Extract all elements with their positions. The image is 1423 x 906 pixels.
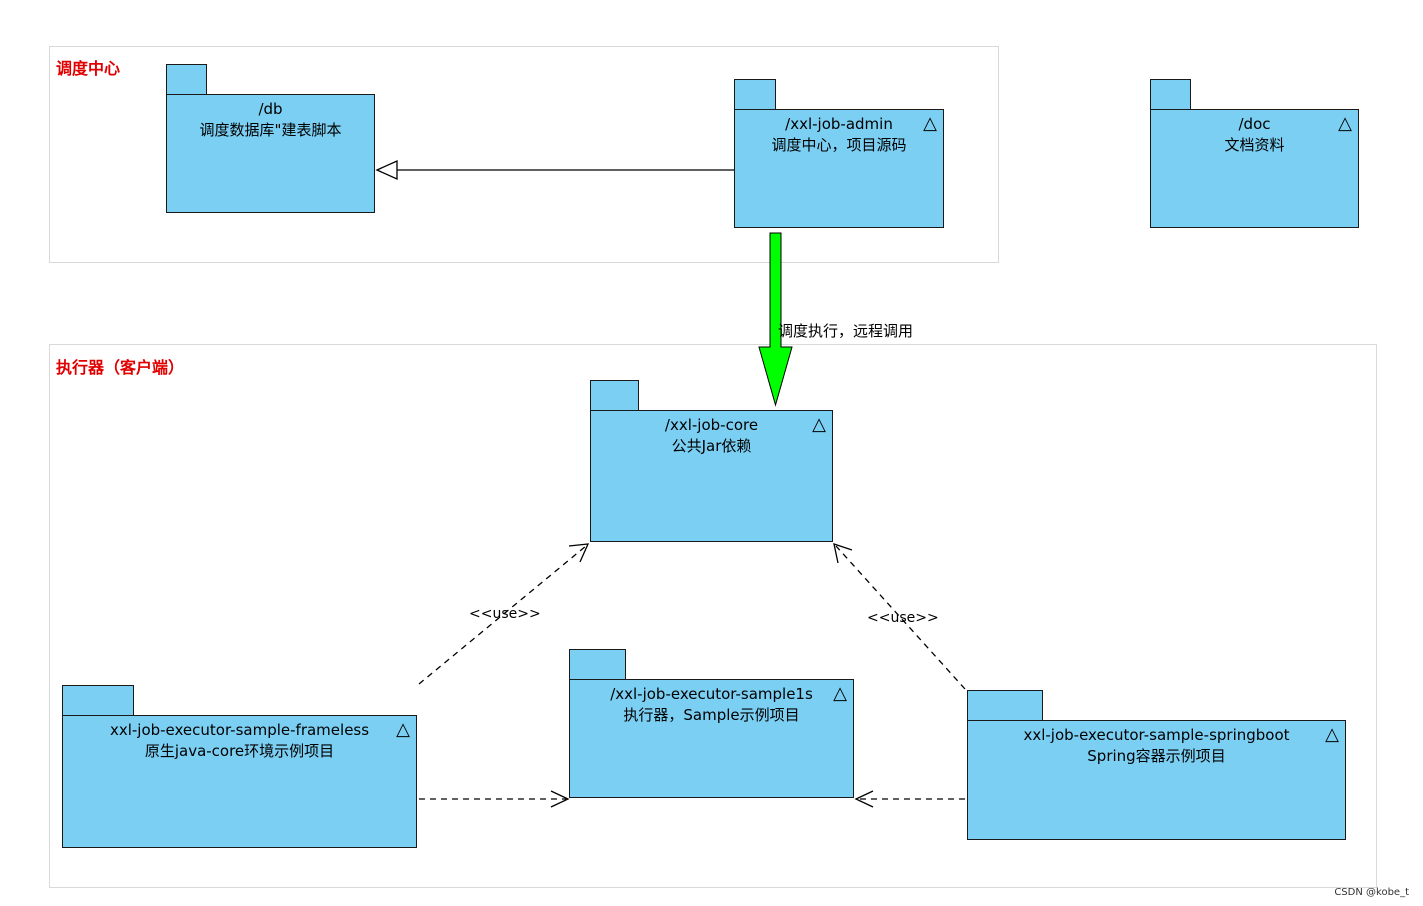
package-tab — [569, 649, 626, 680]
package-tab — [62, 685, 134, 716]
package-name: /doc — [1238, 115, 1271, 133]
package-description: 原生java-core环境示例项目 — [144, 742, 335, 760]
triangle-icon: △ — [812, 414, 826, 435]
triangle-icon: △ — [833, 683, 847, 704]
package-name: xxl-job-executor-sample-springboot — [1023, 726, 1290, 744]
triangle-icon: △ — [1338, 113, 1352, 134]
triangle-icon: △ — [396, 719, 410, 740]
package-xxl-job-core[interactable]: /xxl-job-core 公共Jar依赖 △ — [590, 380, 833, 542]
watermark: CSDN @kobe_t — [1334, 887, 1409, 898]
triangle-icon: △ — [923, 113, 937, 134]
frameless-to-sample1s-arrowhead — [550, 790, 570, 808]
package-tab — [1150, 79, 1191, 110]
package-name: /db — [258, 100, 283, 118]
use-label-left: <<use>> — [469, 606, 541, 622]
package-body: /xxl-job-executor-sample1s 执行器，Sample示例项… — [569, 679, 854, 798]
package-tab — [734, 79, 776, 110]
package-tab — [967, 690, 1043, 721]
package-description: 文档资料 — [1224, 136, 1285, 154]
springboot-to-sample1s-arrowhead — [854, 790, 874, 808]
package-body: /db 调度数据库"建表脚本 — [166, 94, 375, 213]
package-body: /doc 文档资料 △ — [1150, 109, 1359, 228]
scheduler-center-label: 调度中心 — [56, 59, 121, 78]
frameless-to-core-arrowhead — [568, 543, 590, 563]
schedule-arrow-label: 调度执行，远程调用 — [778, 322, 914, 340]
package-description: Spring容器示例项目 — [1087, 747, 1226, 765]
package-name: /xxl-job-executor-sample1s — [610, 685, 813, 703]
admin-to-db-arrowhead — [375, 159, 398, 181]
frameless-to-core-line — [418, 545, 587, 685]
package-tab — [166, 64, 207, 95]
package-db[interactable]: /db 调度数据库"建表脚本 — [166, 64, 375, 213]
package-xxl-job-admin[interactable]: /xxl-job-admin 调度中心，项目源码 △ — [734, 79, 944, 228]
package-description: 执行器，Sample示例项目 — [623, 706, 800, 724]
package-body: xxl-job-executor-sample-frameless 原生java… — [62, 715, 417, 848]
package-description: 公共Jar依赖 — [671, 437, 752, 455]
package-body: xxl-job-executor-sample-springboot Sprin… — [967, 720, 1346, 840]
package-body: /xxl-job-admin 调度中心，项目源码 △ — [734, 109, 944, 228]
package-tab — [590, 380, 639, 411]
package-description: 调度数据库"建表脚本 — [199, 121, 342, 139]
executor-region — [49, 344, 1377, 888]
package-executor-sample-springboot[interactable]: xxl-job-executor-sample-springboot Sprin… — [967, 690, 1346, 840]
springboot-to-core-arrowhead — [833, 543, 853, 564]
use-label-right: <<use>> — [867, 610, 939, 626]
scheduler-center-region — [49, 46, 999, 263]
package-name: /xxl-job-admin — [785, 115, 893, 133]
triangle-icon: △ — [1325, 724, 1339, 745]
package-body: /xxl-job-core 公共Jar依赖 △ — [590, 410, 833, 542]
package-executor-sample-frameless[interactable]: xxl-job-executor-sample-frameless 原生java… — [62, 685, 417, 848]
schedule-arrow — [758, 232, 793, 407]
package-executor-sample1s[interactable]: /xxl-job-executor-sample1s 执行器，Sample示例项… — [569, 649, 854, 798]
package-doc[interactable]: /doc 文档资料 △ — [1150, 79, 1359, 228]
package-description: 调度中心，项目源码 — [771, 136, 907, 154]
executor-label: 执行器（客户端） — [56, 358, 185, 377]
package-name: xxl-job-executor-sample-frameless — [109, 721, 370, 739]
package-name: /xxl-job-core — [664, 416, 759, 434]
